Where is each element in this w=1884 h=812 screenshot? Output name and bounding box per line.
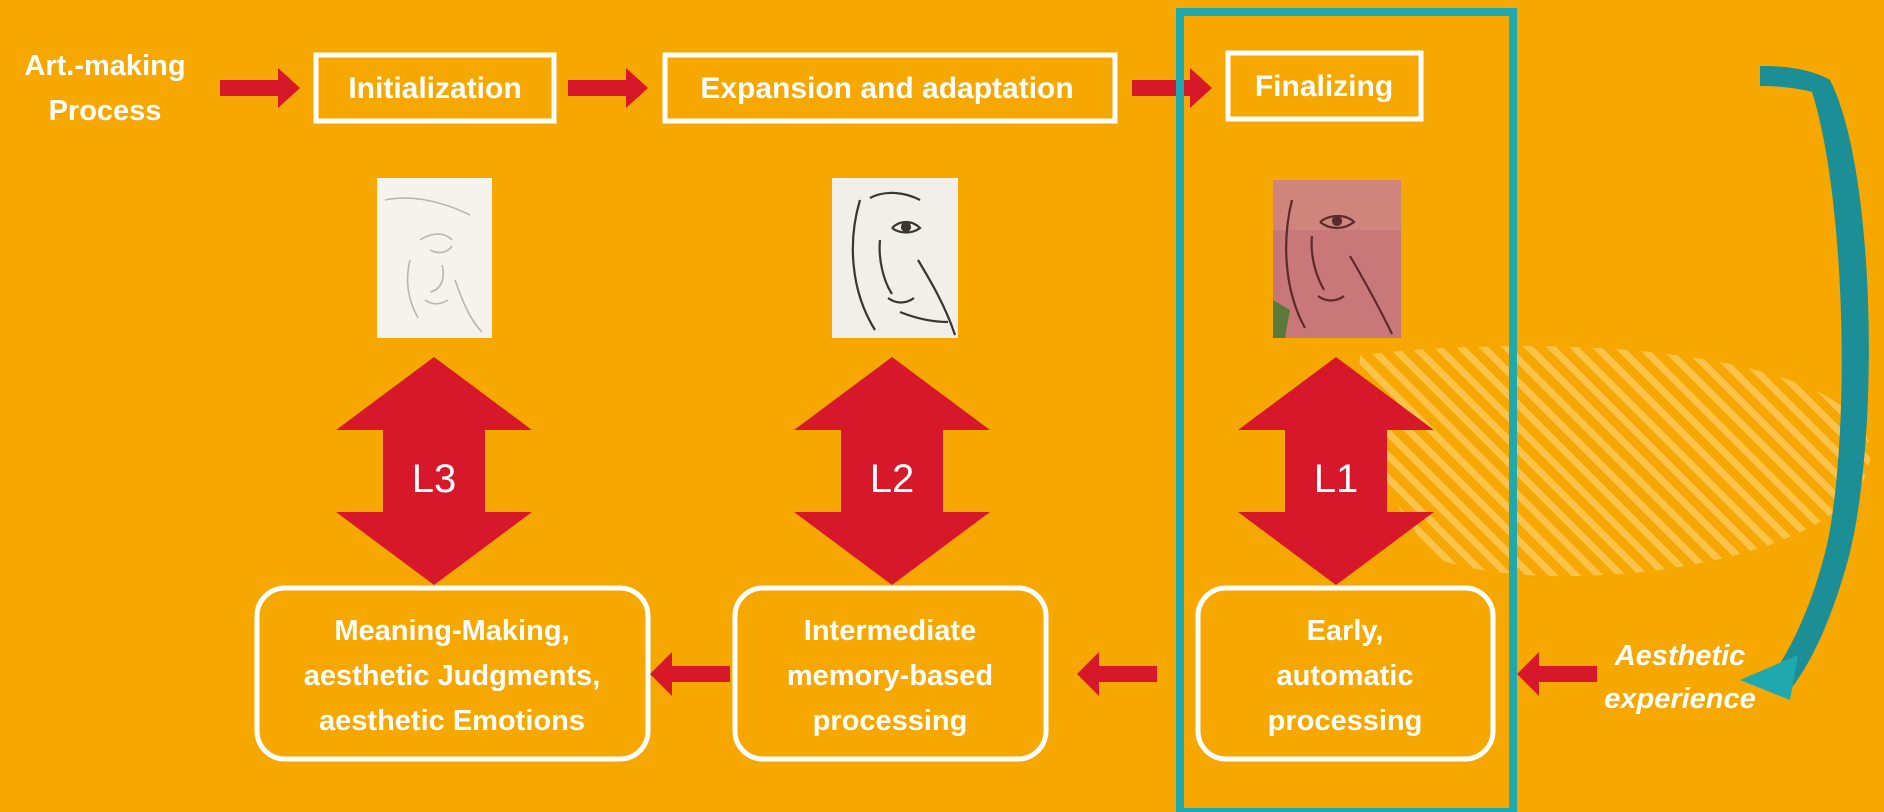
process-label-line1: Art.-making bbox=[24, 50, 185, 82]
detailed-sketch-image bbox=[832, 178, 958, 338]
level-l1: L1 bbox=[1314, 457, 1359, 501]
processing-box-intermediate bbox=[732, 585, 1049, 762]
stage-expansion: Expansion and adaptation bbox=[700, 72, 1073, 105]
initial-sketch-image bbox=[377, 178, 492, 338]
processing-early-line1: Early, bbox=[1307, 615, 1384, 647]
processing-intermediate-line2: memory-based bbox=[787, 660, 993, 692]
processing-intermediate-line1: Intermediate bbox=[804, 615, 976, 647]
process-arrow-1 bbox=[220, 68, 300, 108]
stage-finalizing: Finalizing bbox=[1255, 70, 1393, 103]
colored-painting-image bbox=[1273, 180, 1401, 338]
processing-meaning-line3: aesthetic Emotions bbox=[319, 705, 585, 737]
level-l3: L3 bbox=[412, 457, 457, 501]
level-l2: L2 bbox=[870, 457, 915, 501]
processing-box-meaning bbox=[254, 585, 651, 762]
flow-arrow-intermediate-to-meaning bbox=[650, 652, 730, 696]
finalizing-highlight-frame bbox=[1176, 8, 1517, 812]
processing-box-early bbox=[1195, 585, 1496, 762]
stage-box-expansion bbox=[662, 52, 1118, 124]
processing-early-line3: processing bbox=[1268, 705, 1423, 737]
process-label-line2: Process bbox=[49, 95, 162, 127]
stage-initialization: Initialization bbox=[348, 72, 521, 105]
aesthetic-hatch-zone bbox=[1359, 346, 1871, 577]
processing-meaning-line1: Meaning-Making, bbox=[334, 615, 569, 647]
double-arrow-l2 bbox=[794, 357, 990, 585]
processing-early-line2: automatic bbox=[1277, 660, 1414, 692]
processing-intermediate-line3: processing bbox=[813, 705, 968, 737]
aesthetic-curve-arrow bbox=[1740, 66, 1869, 700]
process-arrow-2 bbox=[568, 68, 648, 108]
flow-arrow-early-to-intermediate bbox=[1077, 652, 1157, 696]
aesthetic-label-line1: Aesthetic bbox=[1614, 640, 1746, 672]
process-arrow-3 bbox=[1132, 68, 1212, 108]
processing-meaning-line2: aesthetic Judgments, bbox=[304, 660, 601, 692]
flow-arrow-experience-to-early bbox=[1517, 652, 1597, 696]
stage-box-initialization bbox=[313, 52, 557, 124]
aesthetic-label-line2: experience bbox=[1604, 683, 1756, 715]
double-arrow-l1 bbox=[1238, 357, 1434, 585]
stage-box-finalizing bbox=[1225, 50, 1424, 122]
double-arrow-l3 bbox=[336, 357, 532, 585]
